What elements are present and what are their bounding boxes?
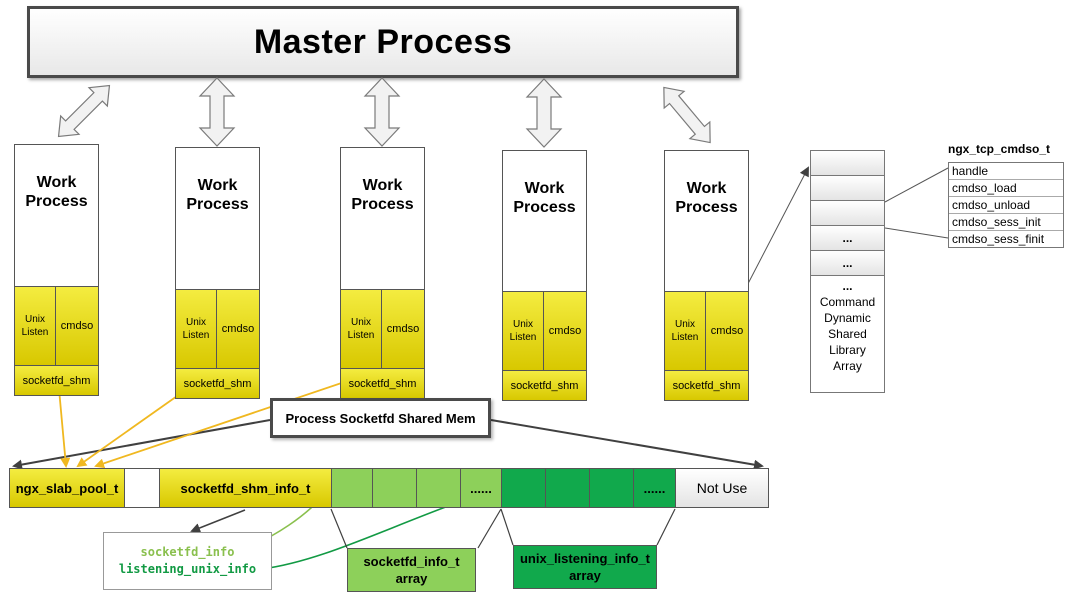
double-arrow-icon bbox=[57, 84, 111, 138]
socketfd-array-bracket bbox=[477, 508, 502, 549]
slab-pool-cell: ngx_slab_pool_t bbox=[9, 468, 125, 508]
struct-field: cmdso_sess_finit bbox=[952, 232, 1045, 246]
socketfd-info-slot bbox=[372, 468, 417, 508]
struct-field: handle bbox=[949, 163, 1063, 180]
library-slot: ... bbox=[810, 225, 885, 250]
library-label-cell: ... Command Dynamic Shared Library Array bbox=[810, 275, 885, 393]
cmdso-cell: cmdso bbox=[710, 324, 744, 337]
cmdso-cell: cmdso bbox=[221, 322, 255, 335]
shm-info-cell: socketfd_shm_info_t bbox=[159, 468, 332, 508]
double-arrow-icon bbox=[525, 78, 563, 148]
command-library-array: ... ... ... Command Dynamic Shared Libra… bbox=[810, 150, 885, 393]
cmdso-to-library-arrow bbox=[737, 166, 809, 304]
listening-unix-info-field: listening_unix_info bbox=[118, 562, 257, 576]
library-slot bbox=[810, 150, 885, 175]
master-process-box: Master Process bbox=[27, 6, 739, 78]
shared-mem-span-left-arrow bbox=[12, 419, 271, 470]
struct-field: cmdso_unload bbox=[949, 197, 1063, 214]
double-arrow-icon bbox=[663, 86, 711, 144]
library-to-struct-line bbox=[884, 227, 949, 239]
socketfd-info-slot: ...... bbox=[460, 468, 502, 508]
cmdso-cell: cmdso bbox=[548, 324, 582, 337]
socketfd-info-field: socketfd_info bbox=[140, 545, 235, 559]
cmdso-cell: cmdso bbox=[386, 322, 420, 335]
library-slot bbox=[810, 200, 885, 225]
cmdso-struct-title: ngx_tcp_cmdso_t bbox=[948, 142, 1051, 156]
struct-field: cmdso_load bbox=[949, 180, 1063, 197]
double-arrow-icon bbox=[363, 77, 401, 147]
unix-array-bracket bbox=[656, 508, 676, 546]
shared-mem-label: Process Socketfd Shared Mem bbox=[270, 398, 491, 438]
unix-info-slot bbox=[589, 468, 634, 508]
library-to-struct-line bbox=[884, 167, 949, 203]
unix-array-bracket bbox=[500, 508, 514, 546]
shared-mem-span-right-arrow bbox=[490, 419, 764, 470]
not-use-cell: Not Use bbox=[675, 468, 769, 508]
socketfd-info-slot bbox=[331, 468, 373, 508]
struct-field: cmdso_sess_init bbox=[949, 214, 1063, 231]
library-slot bbox=[810, 175, 885, 200]
socketfd-shm-cell: socketfd_shm bbox=[340, 369, 425, 399]
gap-cell bbox=[124, 468, 160, 508]
shm-info-to-fields-arrow bbox=[190, 509, 246, 533]
socketfd-array-bracket bbox=[330, 508, 348, 549]
socketfd-shm-cell: socketfd_shm bbox=[175, 369, 260, 399]
socketfd-shm-cell: socketfd_shm bbox=[664, 371, 749, 401]
socketfd-shm-cell: socketfd_shm bbox=[502, 371, 587, 401]
unix-info-slot bbox=[545, 468, 590, 508]
cmdso-struct-fields: handle cmdso_load cmdso_unload cmdso_ses… bbox=[948, 162, 1064, 248]
master-process-title: Master Process bbox=[253, 22, 513, 61]
shm-pointer-arrow bbox=[94, 369, 381, 469]
shm-info-fields: socketfd_info listening_unix_info bbox=[103, 532, 272, 590]
double-arrow-icon bbox=[198, 77, 236, 147]
socketfd-info-slot bbox=[416, 468, 461, 508]
socketfd-shm-cell: socketfd_shm bbox=[14, 366, 99, 396]
cmdso-cell: cmdso bbox=[60, 319, 94, 332]
unix-info-slot bbox=[501, 468, 546, 508]
unix-info-slot: ...... bbox=[633, 468, 676, 508]
library-slot: ... bbox=[810, 250, 885, 275]
